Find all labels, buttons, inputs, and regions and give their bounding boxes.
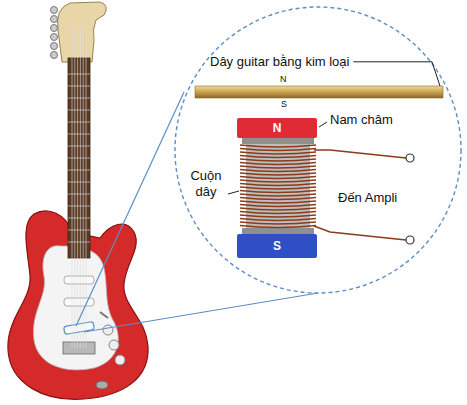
winding-turn: [240, 152, 316, 154]
tuner: [51, 34, 58, 41]
selector-switch: [100, 312, 108, 318]
pickup-highlighted: [64, 321, 95, 334]
fret: [68, 74, 90, 75]
pole-letter: N: [273, 122, 282, 134]
zoom-line: [76, 92, 184, 326]
pickguard: [33, 246, 118, 370]
winding-turn: [240, 212, 316, 214]
winding-turn: [240, 170, 316, 172]
winding-turn: [240, 184, 316, 186]
fret: [68, 206, 90, 207]
fret: [68, 122, 90, 123]
winding-turn: [240, 163, 316, 165]
metal-string: [195, 86, 443, 98]
string-label: Dây guitar bằng kim loại: [210, 54, 349, 70]
tuner: [51, 52, 58, 59]
leader-line: [319, 122, 327, 127]
fret: [68, 194, 90, 195]
knob: [109, 340, 119, 350]
bridge: [63, 342, 95, 354]
fret: [68, 86, 90, 87]
terminal: [406, 236, 414, 244]
fret: [68, 110, 90, 111]
guitar-string: [77, 28, 78, 348]
magnet-north-pole: N: [237, 118, 317, 138]
pole-letter: S: [273, 240, 281, 252]
winding-turn: [240, 215, 316, 217]
winding-turn: [240, 194, 316, 196]
magnet-label: Nam châm: [330, 112, 393, 128]
zoom-line: [84, 293, 318, 332]
guitar-string: [80, 28, 81, 348]
tuner: [51, 16, 58, 23]
tuner: [51, 43, 58, 50]
knob: [115, 355, 125, 365]
fret: [68, 230, 90, 231]
coil-winding: [240, 145, 316, 228]
guitar-string: [74, 28, 75, 348]
tuners: [51, 7, 58, 59]
guitar-string: [83, 28, 84, 348]
amp-label: Đến Ampli: [338, 190, 397, 206]
winding-turn: [240, 145, 316, 147]
magnet-south-pole: S: [237, 234, 317, 258]
fret: [68, 242, 90, 243]
leader-line: [353, 62, 440, 86]
winding-turn: [240, 166, 316, 168]
winding-turn: [240, 208, 316, 210]
fret: [68, 98, 90, 99]
pole-letter: S: [281, 99, 287, 110]
coil-band: [242, 138, 314, 144]
winding-turn: [240, 149, 316, 151]
pickup: [64, 298, 94, 306]
winding-turn: [240, 159, 316, 161]
tuner: [51, 25, 58, 32]
winding-turn: [240, 205, 316, 207]
winding-turn: [240, 198, 316, 200]
coil-label: Cuộn dây: [183, 168, 229, 199]
guitar-strings: [72, 28, 86, 348]
terminal: [406, 154, 414, 162]
winding-turn: [240, 222, 316, 224]
zoom-circle: [175, 7, 461, 293]
winding-turn: [240, 187, 316, 189]
guitar-headstock: [58, 2, 107, 62]
fret: [68, 158, 90, 159]
wire: [314, 226, 406, 240]
guitar-neck: [68, 58, 90, 258]
tuner: [51, 7, 58, 14]
winding-turn: [240, 226, 316, 228]
wire: [314, 150, 406, 158]
frets: [68, 74, 90, 242]
fret: [68, 146, 90, 147]
fret: [68, 134, 90, 135]
fret: [68, 218, 90, 219]
output-jack: [96, 381, 108, 389]
guitar-string: [72, 28, 73, 348]
winding-turn: [240, 201, 316, 203]
winding-turn: [240, 191, 316, 193]
winding-turn: [240, 180, 316, 182]
winding-turn: [240, 156, 316, 158]
winding-turn: [240, 177, 316, 179]
guitar-string: [86, 28, 87, 348]
knob: [103, 325, 113, 335]
pole-letter: N: [280, 74, 287, 85]
pickup: [64, 276, 94, 284]
winding-turn: [240, 219, 316, 221]
winding-turn: [240, 173, 316, 175]
leader-line: [228, 191, 239, 194]
fret: [68, 170, 90, 171]
fret: [68, 182, 90, 183]
